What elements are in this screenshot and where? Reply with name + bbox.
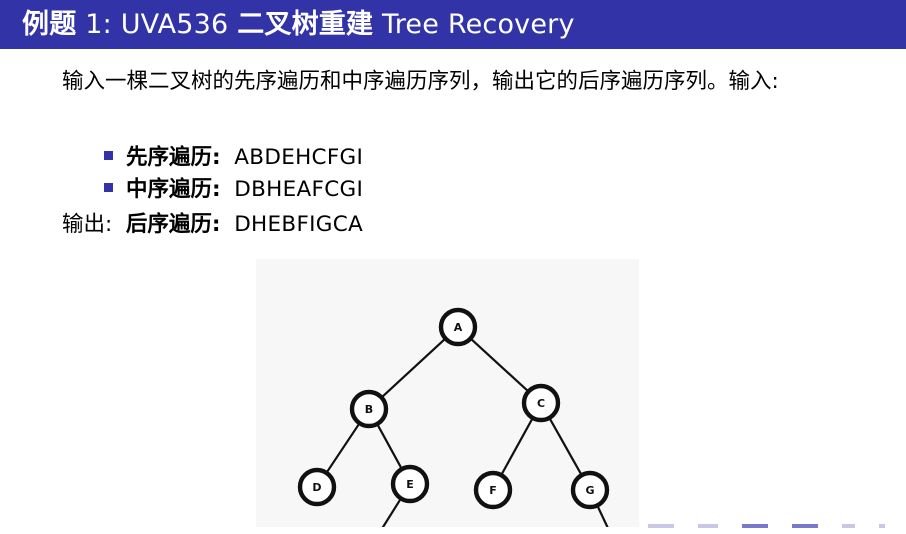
tree-node-circle <box>297 467 337 507</box>
tree-node-circle <box>438 307 478 347</box>
inorder-label: 中序遍历: <box>126 177 221 202</box>
slide-body: 输入一棵二叉树的先序遍历和中序遍历序列，输出它的后序遍历序列。输入: 先序遍历:… <box>0 49 906 534</box>
output-line: 输出: 后序遍历: DHEBFIGCA <box>62 207 363 238</box>
tree-node-B: B <box>349 389 389 429</box>
tree-node-G: G <box>570 470 610 510</box>
nav-group-0[interactable] <box>648 523 674 528</box>
title-prefix: 例题 <box>22 9 77 40</box>
binary-tree-figure: ABCDEFGHI <box>256 259 639 527</box>
tree-node-label: A <box>454 321 463 334</box>
nav-chip-icon[interactable] <box>842 523 855 528</box>
slide-title-bar: 例题 1: UVA536 二叉树重建 Tree Recovery <box>0 0 906 49</box>
nav-group-2[interactable] <box>742 523 768 528</box>
nav-group-1[interactable] <box>698 523 718 528</box>
tree-node-E: E <box>390 464 430 504</box>
square-bullet-icon <box>104 151 113 160</box>
tree-node-label: B <box>365 403 373 416</box>
tree-node-label: E <box>406 478 414 491</box>
postorder-sequence: DHEBFIGCA <box>234 212 364 237</box>
title-problem-id: UVA536 <box>120 9 229 40</box>
output-prefix: 输出: <box>62 212 113 237</box>
problem-statement: 输入一棵二叉树的先序遍历和中序遍历序列，输出它的后序遍历序列。输入: <box>62 69 779 94</box>
list-item: 中序遍历: DBHEAFCGI <box>104 172 804 204</box>
title-number: 1: <box>85 9 112 40</box>
tree-node-circle <box>473 470 513 510</box>
square-bullet-icon <box>104 183 113 192</box>
tree-edge-B-E <box>375 422 404 471</box>
nav-chip-icon[interactable] <box>742 523 768 528</box>
tree-edges-group <box>324 336 609 527</box>
postorder-label: 后序遍历: <box>125 212 221 237</box>
title-topic-en: Tree Recovery <box>382 9 575 40</box>
nav-chip-icon[interactable] <box>648 523 674 528</box>
tree-node-F: F <box>473 470 513 510</box>
tree-node-A: A <box>438 307 478 347</box>
page-title: 例题 1: UVA536 二叉树重建 Tree Recovery <box>0 11 575 38</box>
nav-chip-icon[interactable] <box>698 523 718 528</box>
nav-chip-icon[interactable] <box>792 523 818 528</box>
beamer-navigation-bar[interactable] <box>648 521 896 530</box>
tree-edge-A-C <box>469 336 530 394</box>
traversal-bullet-list: 先序遍历: ABDEHCFGI 中序遍历: DBHEAFCGI <box>104 140 804 204</box>
tree-node-label: F <box>489 484 497 497</box>
binary-tree-svg: ABCDEFGHI <box>297 307 610 527</box>
list-item: 先序遍历: ABDEHCFGI <box>104 140 804 172</box>
tree-edge-B-D <box>324 421 362 475</box>
tree-edge-A-B <box>380 337 447 399</box>
tree-node-label: G <box>585 484 594 497</box>
tree-edge-C-F <box>499 416 535 477</box>
nav-group-3[interactable] <box>792 523 818 528</box>
preorder-label: 先序遍历: <box>126 145 221 170</box>
nav-group-5[interactable] <box>879 523 885 528</box>
tree-node-C: C <box>521 383 561 423</box>
tree-node-label: C <box>537 397 545 410</box>
preorder-sequence: ABDEHCFGI <box>234 145 364 170</box>
tree-edge-C-G <box>547 416 584 477</box>
tree-node-circle <box>570 470 610 510</box>
tree-node-circle <box>349 389 389 429</box>
tree-node-circle <box>390 464 430 504</box>
tree-node-label: D <box>312 481 321 494</box>
nav-chip-icon[interactable] <box>879 523 885 528</box>
tree-edge-G-I <box>595 504 609 527</box>
tree-node-circle <box>521 383 561 423</box>
tree-nodes-group: ABCDEFGHI <box>297 307 610 510</box>
title-topic-cjk: 二叉树重建 <box>237 9 374 40</box>
tree-node-D: D <box>297 467 337 507</box>
nav-group-4[interactable] <box>842 523 855 528</box>
inorder-sequence: DBHEAFCGI <box>234 177 364 202</box>
tree-edge-E-H <box>381 496 403 527</box>
